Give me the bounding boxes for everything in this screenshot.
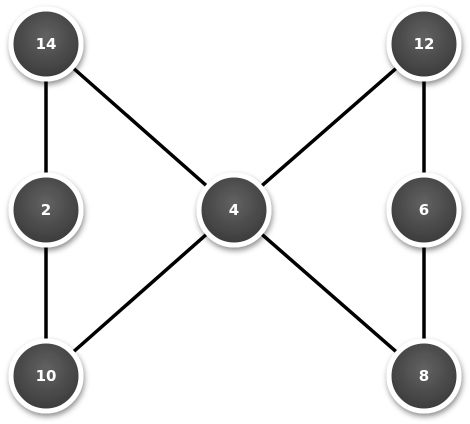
node-circle [8,172,84,248]
node-circle [386,172,462,248]
edge-n4-n8 [232,208,426,378]
node-circle [386,338,462,414]
node-10: 10 [8,338,84,414]
node-label: 10 [36,367,57,385]
node-label: 12 [414,35,435,53]
edge-n14-n4 [44,42,236,212]
node-label: 6 [419,201,429,219]
node-6: 6 [386,172,462,248]
node-label: 8 [419,367,429,385]
node-circle [8,6,84,82]
node-circle [8,338,84,414]
node-circle [196,172,272,248]
node-8: 8 [386,338,462,414]
node-12: 12 [386,6,462,82]
node-4: 4 [196,172,272,248]
nodes-layer: 14 12 2 4 6 10 8 [8,6,462,414]
node-circle [386,6,462,82]
node-label: 14 [36,35,57,53]
node-label: 2 [41,201,51,219]
edge-n4-n10 [44,208,236,378]
node-14: 14 [8,6,84,82]
edge-n12-n4 [232,42,426,212]
node-2: 2 [8,172,84,248]
node-label: 4 [229,201,239,219]
